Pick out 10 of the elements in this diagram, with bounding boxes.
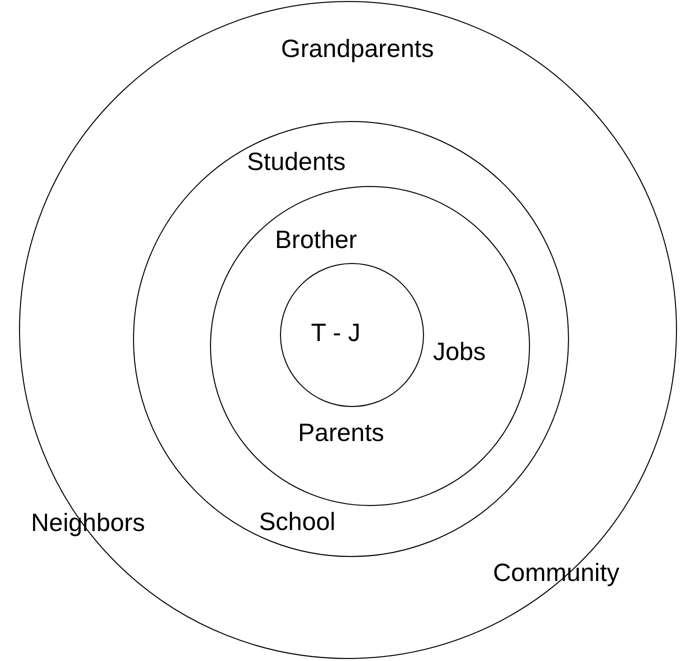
circle-label: Students — [247, 150, 346, 175]
circle — [280, 263, 424, 407]
circle-label: Brother — [275, 228, 357, 253]
circle — [19, 1, 677, 659]
circle-label: School — [259, 510, 336, 535]
circle-label: Grandparents — [281, 37, 434, 62]
circle-label: Parents — [298, 421, 384, 446]
circle — [210, 186, 530, 506]
circle-label: Jobs — [433, 340, 486, 365]
circle-label: T - J — [311, 321, 361, 346]
